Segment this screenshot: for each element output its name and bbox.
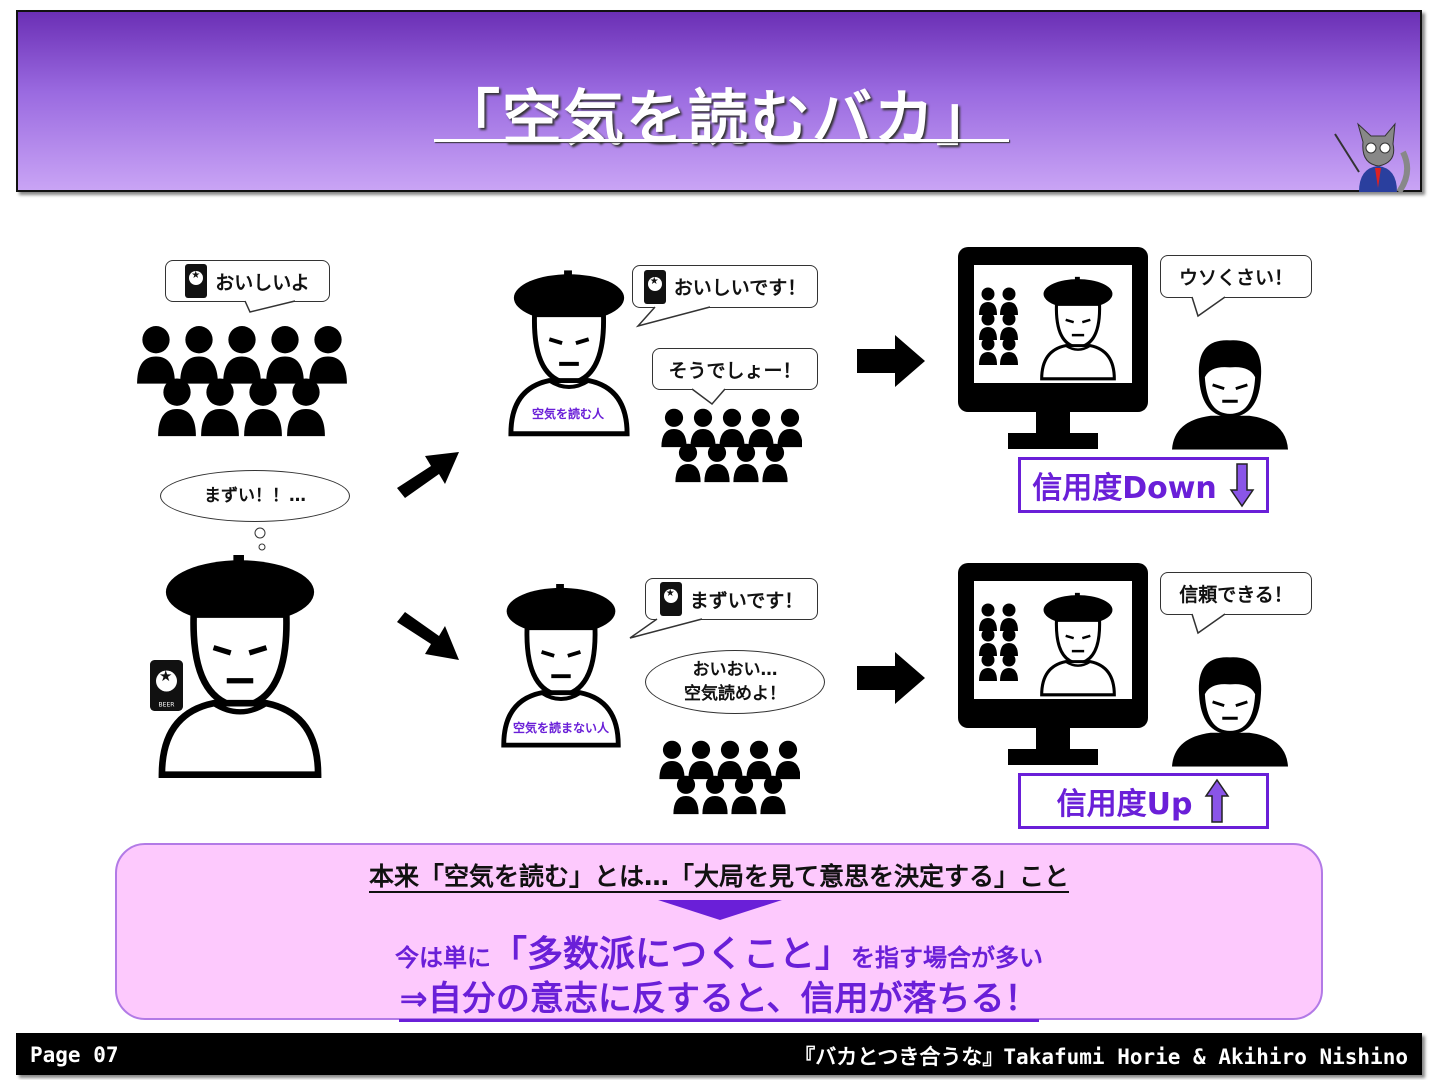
bubble-tail (1191, 613, 1226, 635)
page-number: Page 07 (30, 1043, 119, 1067)
thought-cloud: まずい！！… (160, 470, 350, 522)
footer-bar: Page 07 『バカとつき合うな』Takafumi Horie & Akihi… (16, 1033, 1422, 1075)
book-credit: 『バカとつき合うな』Takafumi Horie & Akihiro Nishi… (794, 1045, 1408, 1069)
bubble-tail (1191, 296, 1226, 318)
crowd-person (180, 326, 218, 384)
crowd-person (158, 378, 196, 437)
monitor-stand (1008, 749, 1098, 765)
crowd-person (748, 408, 774, 448)
person-label: 空気を読む人 (531, 407, 604, 421)
credibility-up-box: 信用度Up (1018, 773, 1269, 829)
crowd-person (244, 378, 282, 437)
crowd-majority (661, 408, 802, 483)
summary-text: 今は単に (394, 944, 491, 972)
beer-can-icon (185, 264, 208, 298)
speech-cloud: おいおい… 空気読めよ！ (645, 650, 825, 714)
crowd-person (287, 378, 325, 437)
speech-bubble-delicious: おいしいよ (165, 260, 330, 302)
down-triangle-icon (658, 900, 782, 920)
crowd-person (223, 326, 261, 384)
crowd-person (661, 408, 687, 448)
crowd-person (777, 408, 802, 448)
arrow-right-icon (857, 335, 925, 387)
person-label: 空気を読まない人 (512, 721, 609, 735)
crowd-majority (659, 740, 800, 815)
page-title: 「空気を読むバカ」 (440, 84, 998, 154)
result-text: 信用度Down (1032, 471, 1217, 506)
summary-line2: 今は単に「多数派につくこと」を指す場合が多い (117, 925, 1321, 977)
beer-label: BEER (158, 700, 175, 709)
crowd-person (719, 408, 745, 448)
arrow-right-icon (857, 652, 925, 704)
speech-text: 信頼できる！ (1179, 584, 1293, 606)
speech-bubble: ウソくさい！ (1160, 255, 1312, 298)
summary-definition: 本来「空気を読む」とは…「大局を見て意思を決定する」こと (368, 862, 1069, 893)
crowd-person (775, 740, 800, 780)
crowd-person (702, 775, 728, 815)
crowd-person (675, 443, 701, 483)
crowd-person (266, 326, 304, 384)
bubble-tail (691, 388, 726, 406)
beer-can-icon (643, 269, 666, 304)
crowd-person (731, 775, 757, 815)
title-underline (434, 139, 1009, 142)
summary-text: を指す場合が多い (851, 944, 1043, 972)
credibility-down-box: 信用度Down (1018, 457, 1269, 513)
speech-text: おいしいです！ (673, 277, 807, 299)
thought-text: まずい！！… (204, 486, 306, 506)
bubble-tail (629, 618, 703, 639)
speech-text: おいおい… (692, 660, 778, 680)
summary-line1-wrap: 本来「空気を読む」とは…「大局を見て意思を決定する」こと (117, 857, 1321, 893)
beer-can-icon (659, 582, 682, 616)
summary-emphasis: 「多数派につくこと」 (490, 934, 851, 975)
speech-bubble: おいしいです！ (632, 265, 818, 308)
speech-text: そうでしょー！ (668, 359, 802, 382)
crowd-person (201, 378, 239, 437)
crowd-person (746, 740, 772, 780)
crowd-person (659, 740, 685, 780)
crowd-person (137, 326, 175, 384)
monitor-stand (1008, 433, 1098, 449)
arrow-down-right-icon (397, 612, 459, 660)
crowd-majority (137, 326, 347, 437)
viewer-figure (1172, 338, 1288, 450)
speech-bubble: まずいです！ (645, 578, 818, 620)
bubble-tail (635, 306, 711, 328)
speech-text: おいしいよ (215, 271, 310, 294)
result-text: 信用度Up (1056, 787, 1193, 822)
crowd-person (717, 740, 743, 780)
wolf-mascot-icon (1334, 122, 1411, 192)
monitor-icon (958, 247, 1148, 449)
monitor-icon (958, 563, 1148, 765)
crowd-person (309, 326, 347, 384)
title-banner: 「空気を読むバカ」 (16, 10, 1422, 192)
speech-text: ウソくさい！ (1178, 267, 1293, 289)
crowd-person (760, 775, 786, 815)
speech-text: 空気読めよ！ (684, 684, 786, 704)
summary-line3-wrap: ⇒自分の意志に反すると、信用が落ちる！ (117, 971, 1321, 1022)
speech-bubble: そうでしょー！ (652, 348, 818, 390)
viewer-figure (1172, 655, 1288, 767)
crowd-person (690, 408, 716, 448)
bubble-tail (244, 300, 296, 313)
arrow-up-icon (1204, 778, 1230, 823)
crowd-person (688, 740, 714, 780)
speech-text: まずいです！ (689, 589, 804, 612)
beer-can-icon: BEER (150, 660, 183, 717)
summary-conclusion: ⇒自分の意志に反すると、信用が落ちる！ (399, 979, 1039, 1022)
speech-bubble: 信頼できる！ (1160, 572, 1312, 615)
crowd-person (673, 775, 699, 815)
crowd-person (762, 443, 788, 483)
thought-dots (254, 527, 266, 551)
arrow-down-icon (1229, 463, 1255, 508)
arrow-up-right-icon (397, 452, 459, 498)
crowd-person (704, 443, 730, 483)
summary-box: 本来「空気を読む」とは…「大局を見て意思を決定する」こと 今は単に「多数派につく… (115, 843, 1323, 1022)
crowd-person (733, 443, 759, 483)
